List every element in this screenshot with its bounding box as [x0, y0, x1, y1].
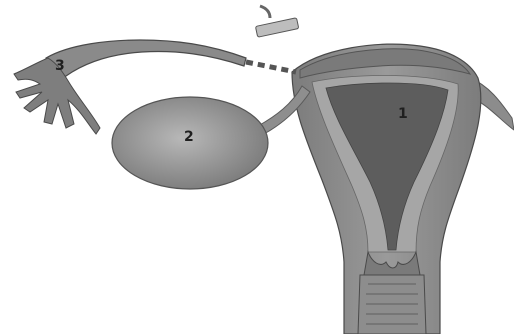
- label-uterus: 1: [398, 106, 408, 122]
- tube-connection-dashed: [246, 62, 296, 72]
- label-fallopian-tube: 3: [55, 58, 65, 74]
- tubal-clip: [255, 18, 298, 37]
- label-ovary: 2: [184, 129, 194, 145]
- clip-handle: [260, 6, 270, 18]
- fallopian-tube: [46, 40, 246, 80]
